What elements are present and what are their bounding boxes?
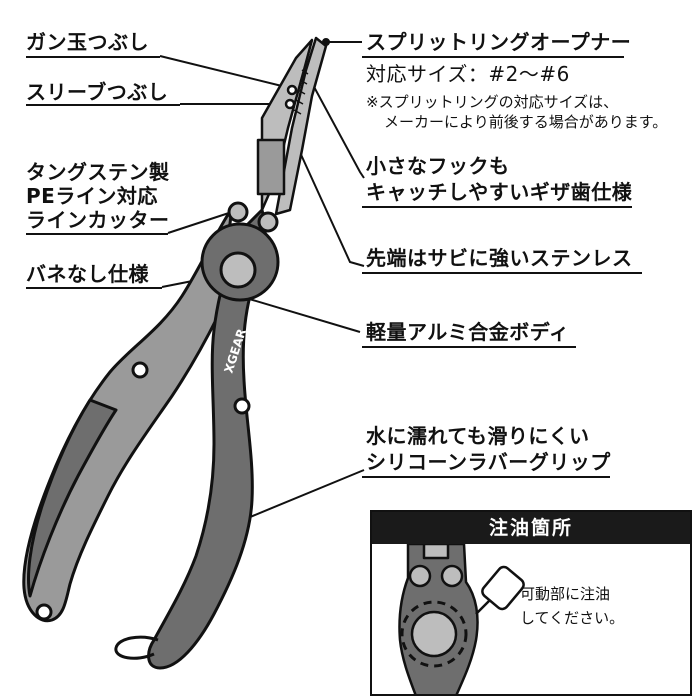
underline-hook	[362, 206, 632, 208]
jaw-right	[274, 36, 328, 216]
leader-grip	[237, 469, 365, 523]
underline-springless	[26, 287, 162, 289]
sleeve-crusher-hole	[284, 98, 296, 110]
inset-screw-1	[408, 564, 432, 588]
label-aluminum: 軽量アルミ合金ボディ	[366, 320, 570, 344]
pliers-body	[22, 201, 280, 670]
left-handle	[22, 206, 234, 623]
underline-gun-crusher	[26, 56, 160, 58]
label-stainless: 先端はサビに強いステンレス	[366, 246, 633, 270]
leader-stainless	[297, 147, 365, 267]
pivot-bolt	[219, 251, 257, 289]
gun-crusher-hole	[286, 84, 298, 96]
line-cutter-slot	[256, 138, 286, 196]
note-line-2: メーカーにより前後する場合があります。	[384, 113, 668, 131]
oiling-note-2: してください。	[520, 609, 625, 627]
label-split-ring-opener: スプリットリングオープナー	[366, 30, 632, 54]
label-springless: バネなし仕様	[26, 262, 149, 286]
oil-bottle-icon	[475, 565, 525, 615]
lightening-hole-right	[233, 397, 251, 415]
label-gun-crusher: ガン玉つぶし	[26, 30, 149, 54]
underline-line-cutter	[26, 233, 168, 235]
underline-sleeve-crusher	[26, 104, 180, 106]
label-tungsten-3: ラインカッター	[26, 208, 170, 232]
underline-stainless	[362, 272, 642, 274]
left-grip	[27, 398, 118, 598]
underline-grip	[362, 476, 610, 478]
jaw-serration	[293, 69, 309, 115]
split-ring-lanyard	[114, 635, 159, 660]
lightening-hole-left	[131, 361, 149, 379]
oiling-note-1: 可動部に注油	[520, 585, 611, 603]
oiling-inset: 注油箇所 可動部に注油 してください。	[370, 510, 692, 696]
pliers-jaws	[256, 36, 328, 216]
cutter-screw-2	[257, 211, 279, 233]
label-hook-1: 小さなフックも	[366, 154, 510, 178]
leader-line-cutter	[167, 209, 239, 234]
label-grip-2: シリコーンラバーグリップ	[366, 450, 611, 474]
oiling-point-marker	[400, 600, 468, 668]
inset-screw-2	[440, 564, 464, 588]
oiling-inset-title: 注油箇所	[372, 512, 690, 544]
label-sleeve-crusher: スリーブつぶし	[26, 80, 169, 104]
label-tungsten-2: PEライン対応	[26, 184, 158, 208]
inset-jaw	[422, 544, 450, 560]
right-handle	[147, 208, 267, 670]
cutter-screw-1	[227, 201, 249, 223]
label-hook-2: キャッチしやすいギザ歯仕様	[366, 180, 633, 204]
label-tungsten-1: タングステン製	[26, 160, 170, 184]
label-grip-1: 水に濡れても滑りにくい	[366, 424, 590, 448]
leader-aluminum	[245, 297, 361, 333]
underline-aluminum	[362, 346, 576, 348]
leader-gun-crusher	[159, 55, 291, 89]
lanyard-hole	[35, 603, 53, 621]
leader-serrated	[305, 71, 365, 179]
oiling-inset-illustration	[398, 544, 525, 694]
note-line-1: ※スプリットリングの対応サイズは、	[366, 93, 619, 111]
inset-pivot	[410, 610, 458, 658]
label-compatible-sizes: 対応サイズ：#2～#6	[366, 62, 570, 86]
underline-split-ring	[362, 56, 624, 58]
